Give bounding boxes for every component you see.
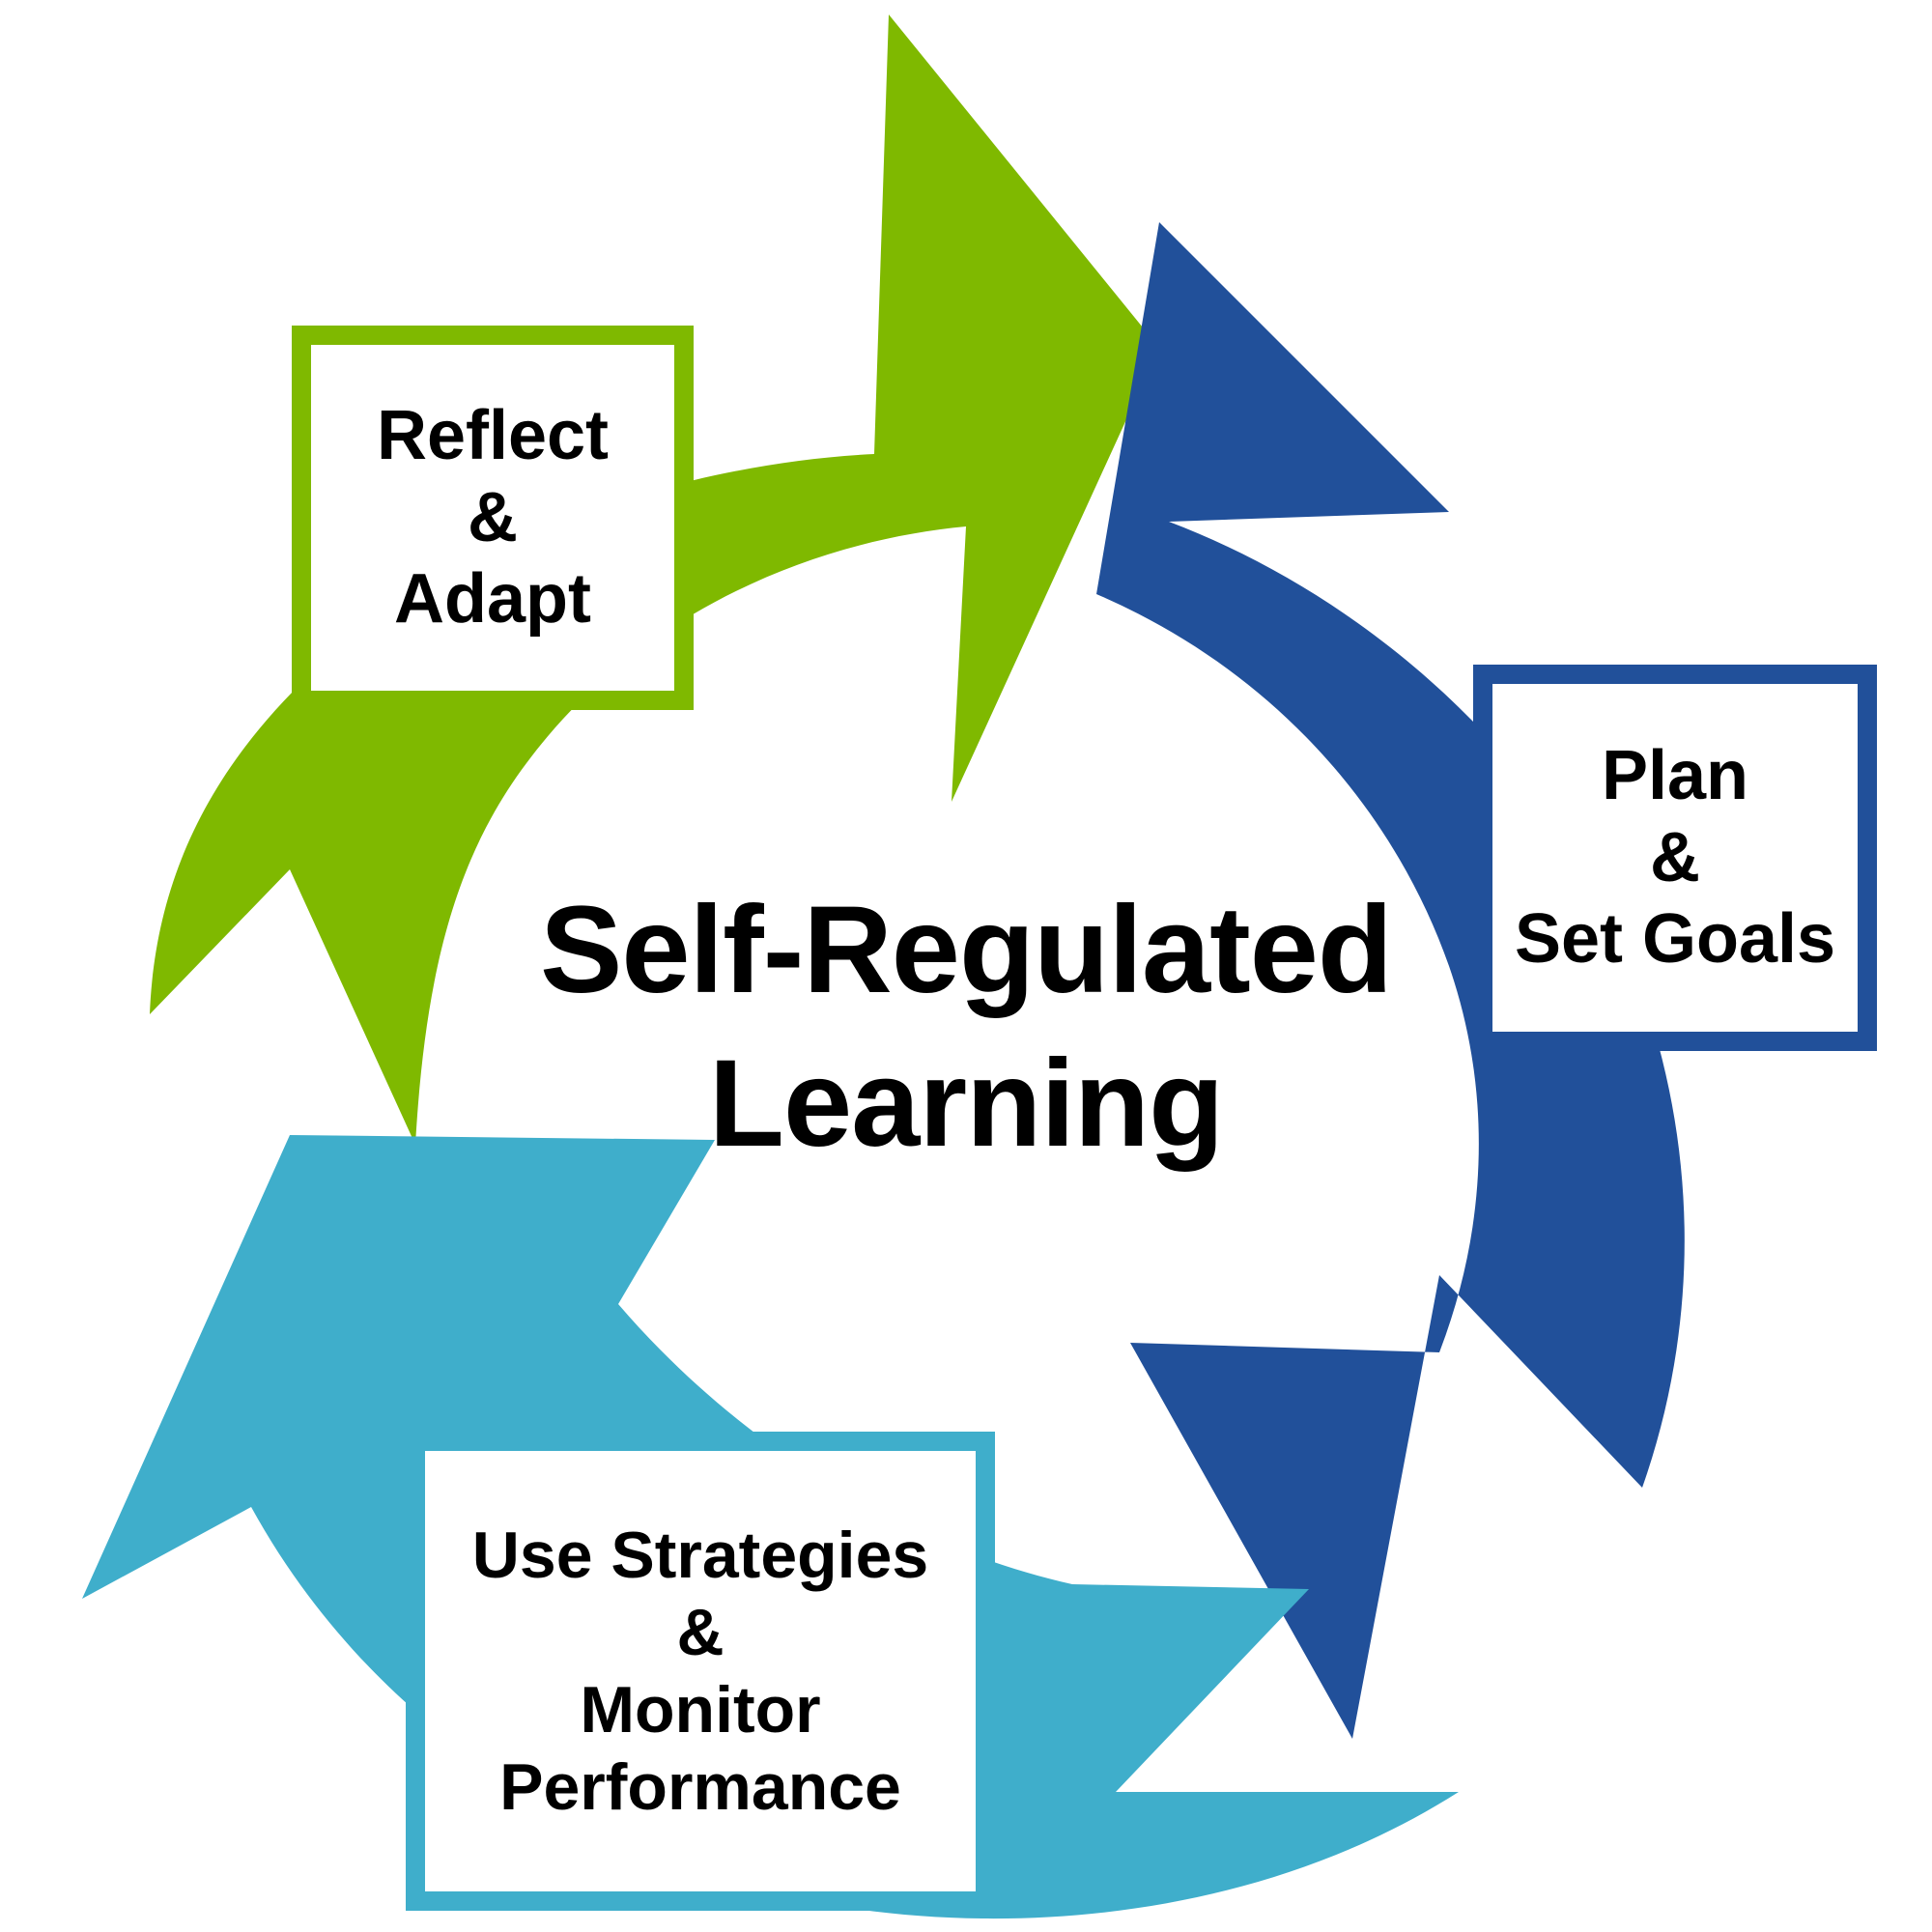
stage-plan-line-1: Plan (1601, 736, 1749, 814)
stage-reflect-line-2: & (468, 478, 518, 556)
page-title: Self-Regulated Learning (464, 874, 1468, 1180)
title-line-1: Self-Regulated (539, 881, 1393, 1019)
stage-label-use-strategies[interactable]: Use Strategies & Monitor Performance (406, 1432, 995, 1911)
blue-arrow-plan-set-goals (1096, 222, 1685, 1739)
stage-plan-line-3: Set Goals (1514, 900, 1836, 979)
stage-reflect-line-1: Reflect (376, 396, 610, 474)
stage-strategies-line-4: Performance (499, 1750, 901, 1825)
stage-label-plan-set-goals[interactable]: Plan & Set Goals (1473, 665, 1877, 1051)
stage-label-reflect-adapt[interactable]: Reflect & Adapt (292, 326, 694, 710)
stage-strategies-line-2: & (676, 1595, 724, 1669)
stage-reflect-line-3: Adapt (394, 560, 591, 639)
stage-strategies-line-3: Monitor (580, 1673, 821, 1747)
stage-strategies-line-1: Use Strategies (471, 1518, 929, 1592)
title-line-2: Learning (708, 1034, 1225, 1173)
stage-plan-line-2: & (1650, 818, 1700, 896)
